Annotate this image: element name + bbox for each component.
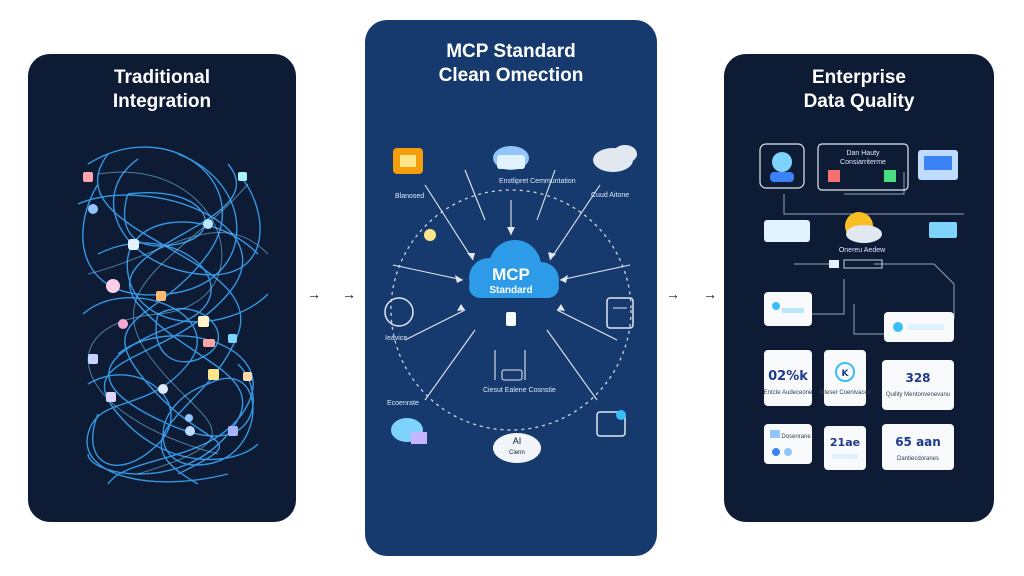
header-caption-line-2: Consiarriterme xyxy=(840,159,886,166)
plug-icon xyxy=(506,312,516,326)
metric-card-2-value: K xyxy=(842,369,850,379)
hub-label-line-1: MCP xyxy=(492,265,530,284)
metric-card-6-caption: Dantiecdoranes xyxy=(897,456,939,462)
endpoint-node-icons xyxy=(83,172,252,436)
metric-card-4: Dosenrane xyxy=(764,424,812,464)
data-table-icon xyxy=(764,220,810,242)
left-connector-arrow-2: → xyxy=(342,286,356,302)
spoke-arrowheads xyxy=(455,227,568,311)
title-line-1: Enterprise xyxy=(812,67,906,88)
monitor-icon xyxy=(918,150,958,180)
chart-card-icon xyxy=(929,222,957,238)
globe-user-icon xyxy=(384,297,414,327)
table-mini-bar xyxy=(843,259,883,269)
hub-label-line-2: Standard xyxy=(489,285,532,296)
cloud-storage-icon xyxy=(593,145,637,172)
spoke-arrows xyxy=(392,169,631,401)
metric-card-4-caption: Dosenrane xyxy=(781,434,811,440)
label-ciesut: Ciesut Ealene Cosnstie xyxy=(483,387,556,394)
mcp-hub-diagram: MCP Standard xyxy=(384,145,637,463)
orbit-ring xyxy=(390,189,632,431)
metric-card-2: K Alteser Coenivaced xyxy=(819,350,871,406)
label-cuud-aitone: Cuud Aitone xyxy=(591,192,629,199)
info-card xyxy=(884,312,954,342)
label-ecoenrate: Ecoenrate xyxy=(387,400,419,407)
metric-card-1-caption: Entcte Audeceone xyxy=(764,390,813,396)
metric-card-1-value: 02%k xyxy=(768,369,808,384)
quality-header-card: Dan Hauty Consiarriterme xyxy=(817,143,909,191)
database-stack-icon xyxy=(393,148,423,174)
label-enstlipret: Enstlipret Cemmuntation xyxy=(499,178,576,185)
ai-client-cloud: AI Cienn xyxy=(493,433,541,463)
table-mini-icon xyxy=(829,260,839,268)
server-cloud-icon xyxy=(493,146,529,170)
metric-card-3: 328 Quility Mentonvenevanu xyxy=(882,360,954,410)
video-screen-icon xyxy=(596,410,626,437)
enterprise-data-quality-panel: Enterprise Data Quality Dan Hauty Consia… xyxy=(724,54,994,522)
metric-card-3-value: 328 xyxy=(905,371,930,385)
traditional-integration-title: Traditional Integration xyxy=(28,66,296,114)
status-panel-card xyxy=(764,292,812,326)
mcp-hub-cloud: MCP Standard xyxy=(469,240,559,298)
small-link-icon xyxy=(501,369,523,381)
right-connector-arrow-1: → xyxy=(666,286,680,302)
metric-card-2-caption: Alteser Coenivaced xyxy=(819,390,871,396)
enterprise-data-quality-title: Enterprise Data Quality xyxy=(724,66,994,114)
mcp-standard-panel: MCP Standard Clean Omection xyxy=(365,20,657,556)
metric-card-5-value: 21ae xyxy=(830,436,860,449)
metric-card-5: 21ae xyxy=(824,426,866,470)
title-line-2: Data Quality xyxy=(803,91,915,112)
metric-card-3-caption: Quility Mentonvenevanu xyxy=(886,392,950,398)
right-connector-arrow-2: → xyxy=(703,286,717,302)
ai-label-line-1: AI xyxy=(513,436,522,446)
data-quality-dashboard: Dan Hauty Consiarriterme Onereu Aedew xyxy=(759,143,964,470)
center-caption: Onereu Aedew xyxy=(839,247,886,254)
metric-card-6-value: 65 aan xyxy=(895,435,941,449)
cloud-shield-icon xyxy=(845,212,882,243)
colorful-apps-icon xyxy=(391,418,427,444)
title-line-2: Integration xyxy=(112,91,212,112)
metric-card-6: 65 aan Dantiecdoranes xyxy=(882,424,954,470)
title-line-2: Clean Omection xyxy=(438,65,584,86)
tangled-connections-graphic xyxy=(77,146,269,485)
mcp-standard-title: MCP Standard Clean Omection xyxy=(365,40,657,88)
title-line-1: MCP Standard xyxy=(446,41,576,62)
header-caption-line-1: Dan Hauty xyxy=(846,150,880,157)
left-connector-arrow-1: → xyxy=(307,286,321,302)
ai-label-line-2: Cienn xyxy=(509,450,525,456)
sun-node-icon xyxy=(424,229,436,241)
document-screen-icon xyxy=(606,297,634,329)
agent-avatar-icon xyxy=(759,143,805,189)
label-ieavice: Ieavice xyxy=(385,335,407,342)
metric-card-1: 02%k Entcte Audeceone xyxy=(764,350,813,406)
traditional-integration-panel: Traditional Integration xyxy=(28,54,296,522)
label-blanosed: Blanosed xyxy=(395,193,424,200)
title-line-1: Traditional xyxy=(113,67,211,88)
